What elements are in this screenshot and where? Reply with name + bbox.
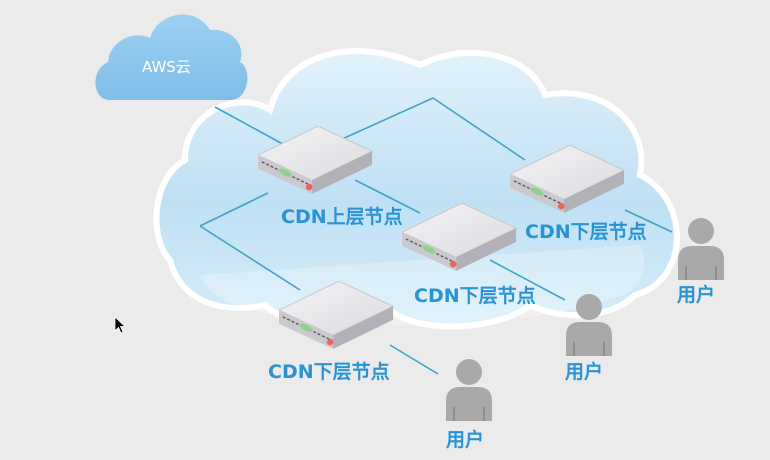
aws-cloud-label: AWS云 — [142, 58, 191, 76]
link-middle-lower-to-user — [489, 259, 566, 301]
link-aws-to-upper — [214, 106, 291, 149]
user-right-label: 用户 — [677, 284, 716, 306]
link-upper-to-left-branch — [199, 192, 269, 227]
user-bottom-label: 用户 — [446, 429, 485, 451]
upper-node-label: CDN上层节点 — [281, 206, 403, 228]
lower-middle-node-label: CDN下层节点 — [414, 285, 536, 307]
user-middle-label: 用户 — [565, 361, 604, 383]
link-upper-to-right-lower — [339, 97, 526, 161]
aws-cloud-icon — [95, 14, 248, 100]
lower-left-node-label: CDN下层节点 — [268, 361, 390, 383]
user-right-icon — [677, 217, 725, 280]
mouse-cursor-icon — [114, 316, 127, 334]
link-branch-to-left-lower — [199, 225, 301, 291]
lower-right-node-label: CDN下层节点 — [525, 221, 647, 243]
link-upper-to-middle-lower — [354, 179, 421, 214]
user-bottom-icon — [445, 358, 493, 421]
connectors — [199, 97, 673, 375]
link-left-lower-to-user — [389, 344, 439, 375]
link-right-lower-to-user — [624, 209, 673, 233]
